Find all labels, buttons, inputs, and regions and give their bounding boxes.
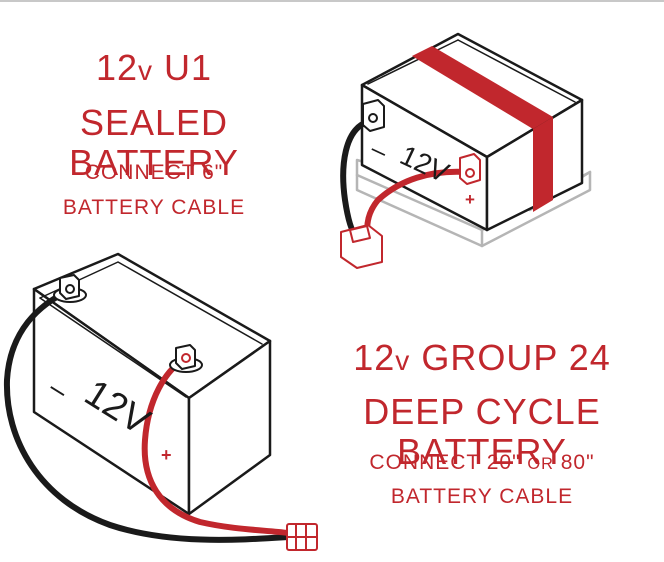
group24-black-cable bbox=[3, 289, 291, 543]
group24-side-face bbox=[187, 339, 272, 516]
u1-connect-line: CONNECT 6" bbox=[84, 161, 224, 184]
u1-negative-terminal bbox=[362, 99, 385, 132]
u1-cable-line: BATTERY CABLE bbox=[62, 196, 246, 219]
u1-battery: – 12V + bbox=[340, 32, 592, 269]
u1-subtitle: SEALED BATTERY bbox=[69, 102, 239, 183]
u1-positive-terminal bbox=[459, 153, 481, 185]
u1-title: 12v U1 bbox=[95, 47, 213, 88]
group24-battery: – 12V + bbox=[3, 252, 318, 551]
group24-negative-terminal bbox=[53, 274, 87, 303]
group24-connector bbox=[286, 523, 318, 551]
group24-title: 12v GROUP 24 bbox=[353, 337, 611, 378]
group24-subtitle: DEEP CYCLE BATTERY bbox=[363, 391, 601, 472]
group24-positive-terminal bbox=[169, 344, 203, 373]
group24-cable-line: BATTERY CABLE bbox=[390, 485, 574, 508]
u1-strap bbox=[412, 46, 553, 212]
group24-plus-sign: + bbox=[161, 445, 172, 465]
group24-connect-line: CONNECT 20" OR 80" bbox=[369, 451, 595, 474]
top-divider bbox=[0, 0, 664, 2]
u1-connector bbox=[340, 224, 383, 269]
group24-red-cable bbox=[141, 355, 291, 536]
u1-plus-sign: + bbox=[465, 190, 475, 209]
